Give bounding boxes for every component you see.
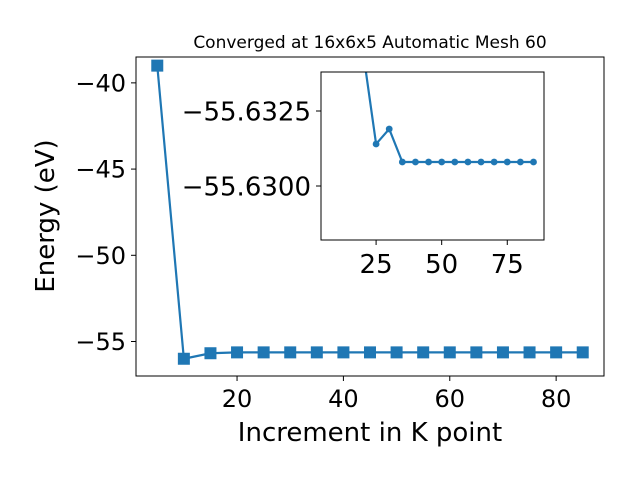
data-point xyxy=(490,158,498,166)
data-point xyxy=(177,352,190,365)
x-tick-label: 75 xyxy=(491,250,524,280)
data-point xyxy=(257,346,270,359)
main-x-ticks: 20 40 60 80 xyxy=(222,376,572,413)
data-point xyxy=(398,158,406,166)
main-y-ticks: −55 −50 −45 −40 xyxy=(75,70,136,356)
data-point xyxy=(372,140,380,148)
x-axis-label: Increment in K point xyxy=(238,418,502,448)
main-chart: Converged at 16x6x5 Automatic Mesh 60 20… xyxy=(31,33,605,448)
x-tick-label: 20 xyxy=(222,385,253,413)
inset-x-ticks: 25 50 75 xyxy=(360,240,524,280)
data-point xyxy=(443,346,456,359)
data-point xyxy=(496,346,509,359)
data-point xyxy=(451,158,459,166)
data-point xyxy=(470,346,483,359)
data-point xyxy=(516,158,524,166)
data-point xyxy=(204,347,217,360)
data-point xyxy=(417,346,430,359)
data-point xyxy=(438,158,446,166)
data-point xyxy=(284,346,297,359)
data-point xyxy=(464,158,472,166)
x-tick-label: 25 xyxy=(360,250,393,280)
main-plot-frame xyxy=(135,56,605,377)
y-axis-label: Energy (eV) xyxy=(31,139,61,292)
x-tick-label: 80 xyxy=(541,385,572,413)
data-point xyxy=(151,59,164,72)
inset-background xyxy=(321,72,544,240)
data-point xyxy=(385,125,393,133)
main-series xyxy=(151,59,589,365)
y-tick-label: −55.6325 xyxy=(182,97,311,127)
data-point xyxy=(523,346,536,359)
x-tick-label: 40 xyxy=(328,385,359,413)
data-point xyxy=(477,158,485,166)
chart-title: Converged at 16x6x5 Automatic Mesh 60 xyxy=(193,33,546,53)
data-point xyxy=(364,346,376,359)
data-point xyxy=(530,158,537,166)
inset-chart: 25 50 75 −55.6325 −55.6300 xyxy=(182,71,545,280)
y-tick-label: −40 xyxy=(75,70,126,98)
data-point xyxy=(550,346,563,359)
inset-series xyxy=(364,72,537,166)
y-tick-label: −50 xyxy=(75,242,126,270)
x-tick-label: 60 xyxy=(434,385,465,413)
data-point xyxy=(412,158,419,166)
data-point xyxy=(337,346,350,359)
data-point xyxy=(425,158,432,166)
y-tick-label: −45 xyxy=(75,156,126,184)
y-tick-label: −55.6300 xyxy=(182,172,311,202)
inset-plot-frame xyxy=(320,71,545,241)
data-point xyxy=(503,158,511,166)
data-point xyxy=(310,346,323,359)
y-tick-label: −55 xyxy=(75,328,126,356)
data-point xyxy=(390,346,403,359)
data-point xyxy=(231,346,244,359)
inset-y-ticks: −55.6325 −55.6300 xyxy=(182,97,321,202)
data-point xyxy=(576,346,589,359)
x-tick-label: 50 xyxy=(425,250,458,280)
